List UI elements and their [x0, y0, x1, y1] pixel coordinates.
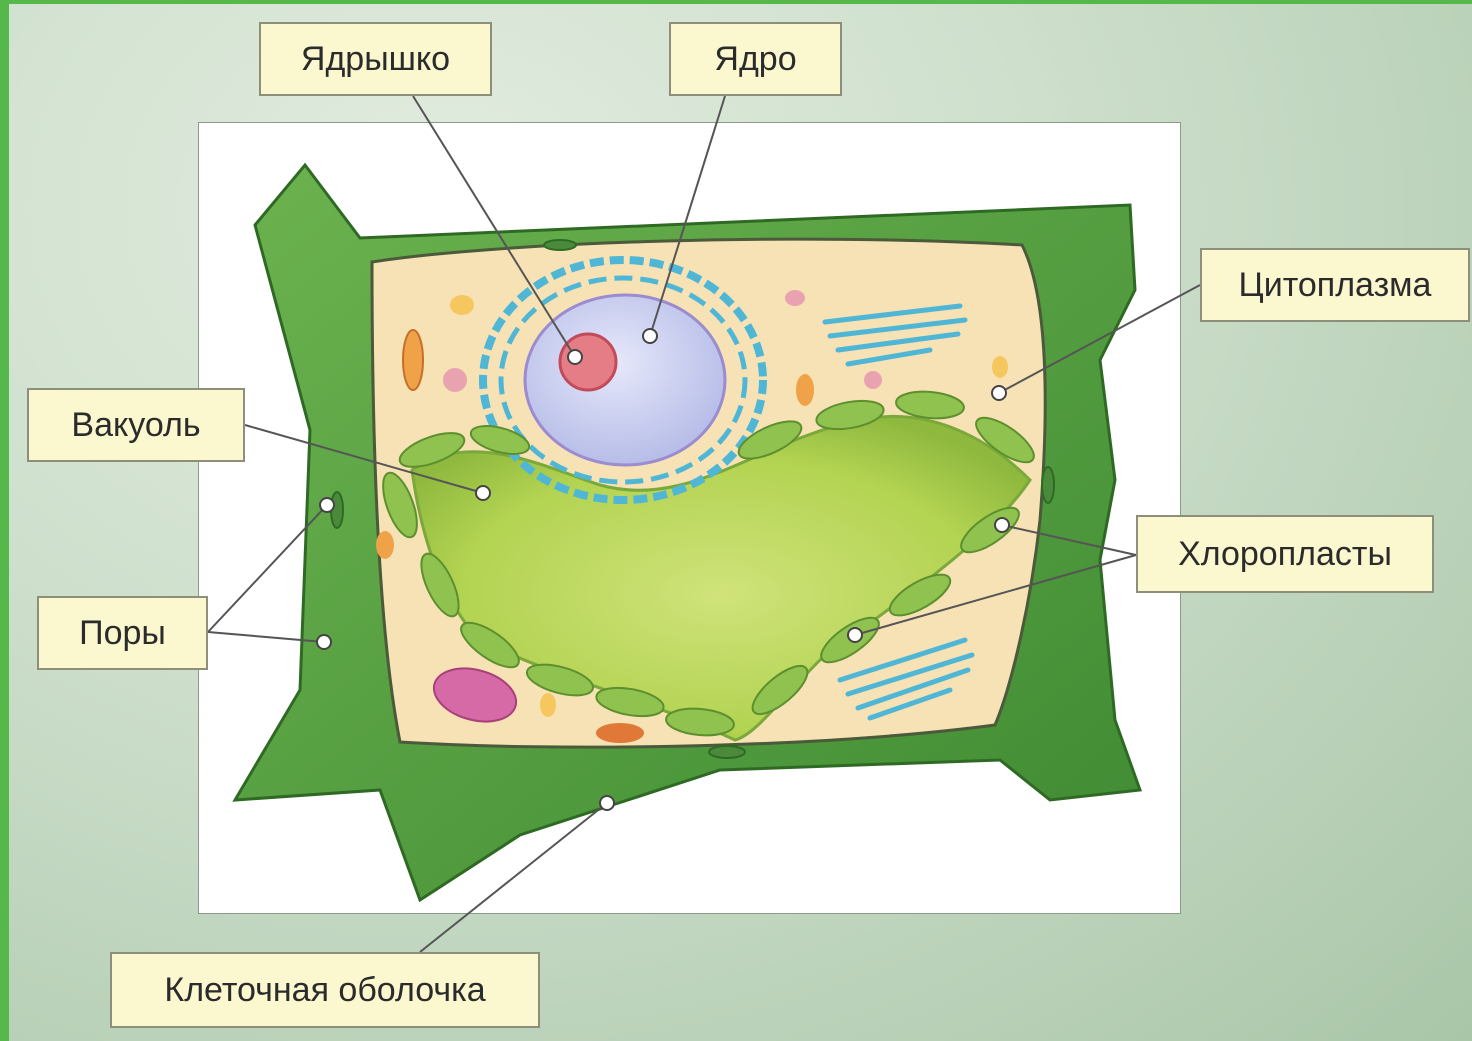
nucleolus	[560, 334, 616, 390]
label-cell-wall: Клеточная оболочка	[110, 952, 540, 1028]
label-chloroplasts: Хлоропласты	[1136, 515, 1434, 593]
label-cytoplasm: Цитоплазма	[1200, 248, 1470, 322]
label-nucleus: Ядро	[669, 22, 842, 96]
label-nucleolus: Ядрышко	[259, 22, 492, 96]
label-pores: Поры	[37, 596, 208, 670]
label-vacuole: Вакуоль	[27, 388, 245, 462]
